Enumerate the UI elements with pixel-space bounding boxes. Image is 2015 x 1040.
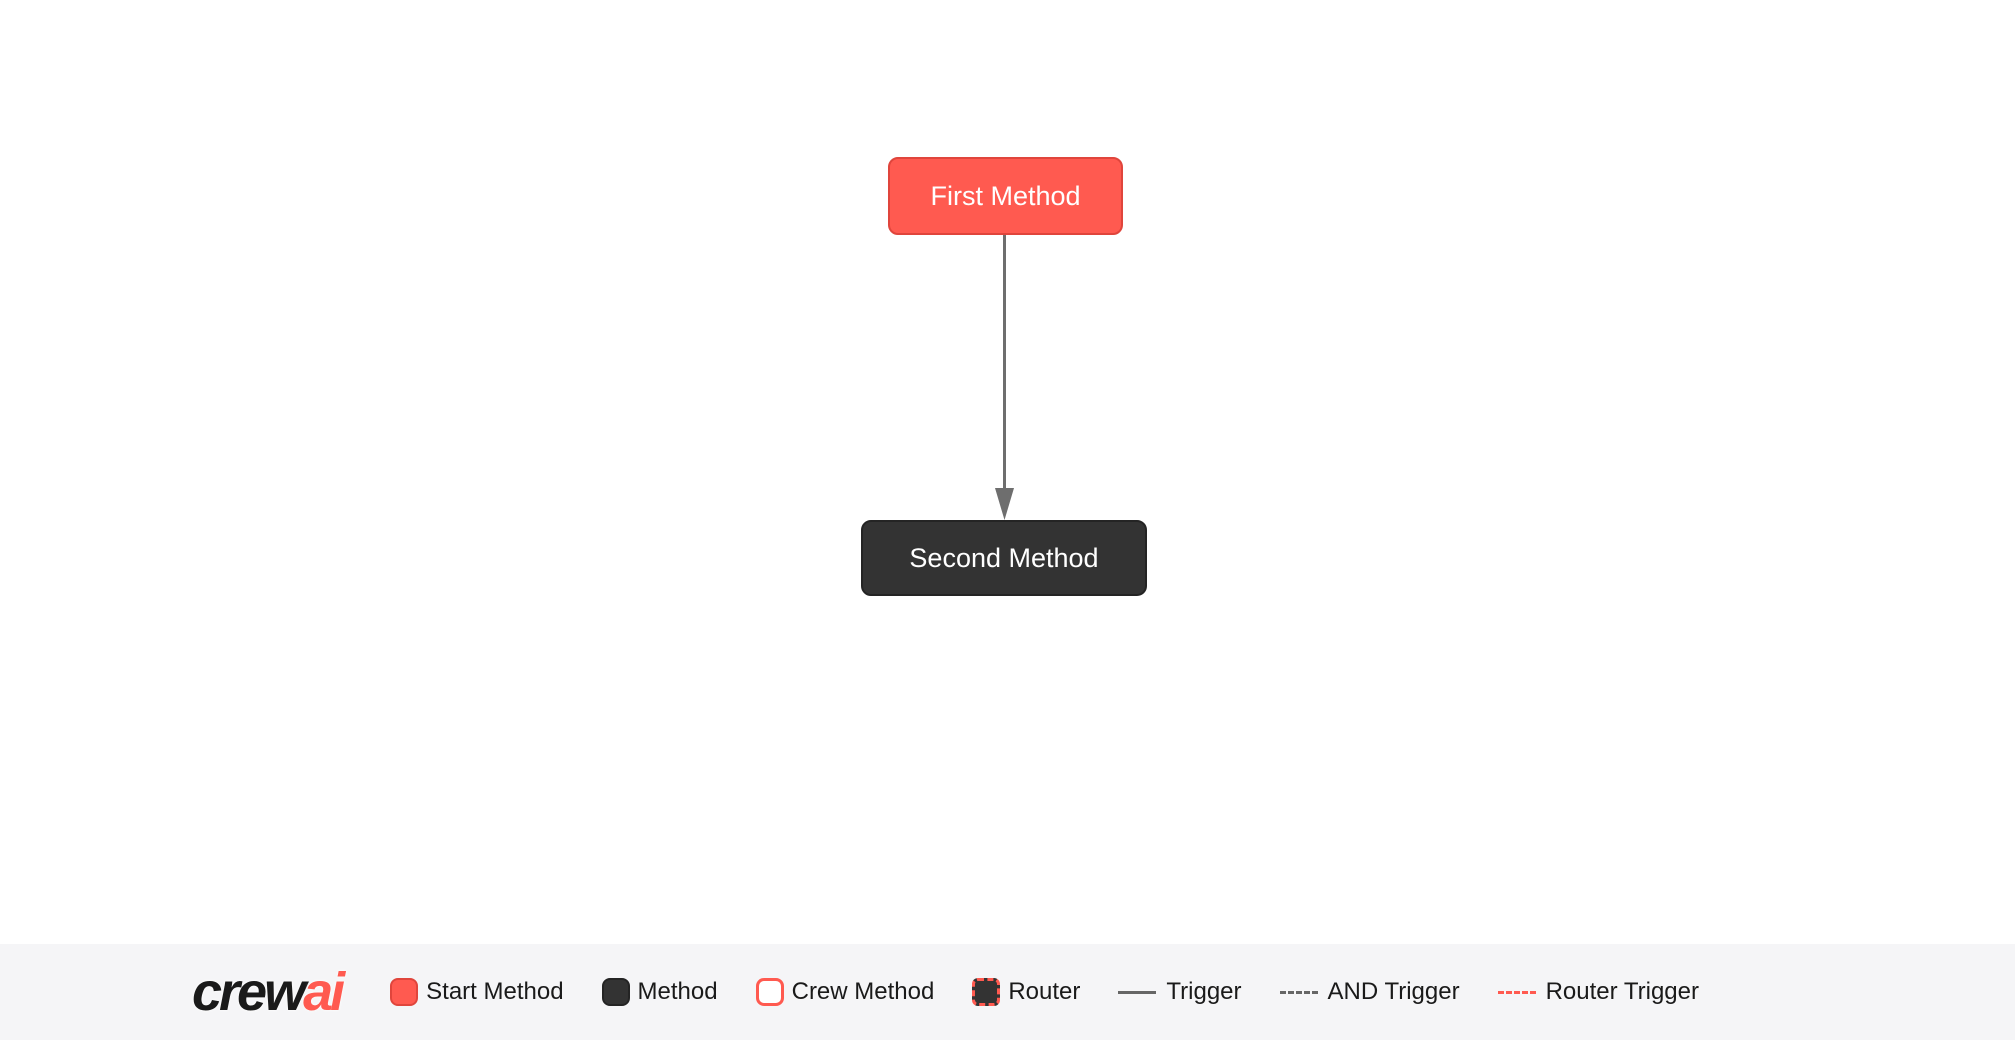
legend-label: Crew Method (791, 978, 935, 1005)
crewai-logo: crewai (192, 962, 345, 1022)
crew-method-swatch (755, 978, 784, 1006)
method-swatch (601, 978, 630, 1006)
crewai-logo-crew: crew (192, 962, 306, 1022)
start-method-swatch (390, 978, 419, 1006)
flow-canvas[interactable]: First Method Second Method (0, 0, 2015, 944)
legend-item-crew-method: Crew Method (755, 978, 935, 1006)
and-trigger-line-swatch (1279, 990, 1318, 994)
legend-label: Start Method (426, 978, 564, 1005)
trigger-line-swatch (1118, 990, 1157, 994)
legend-item-router-trigger: Router Trigger (1497, 978, 1699, 1006)
legend-label: Router Trigger (1545, 978, 1699, 1005)
legend-item-start-method: Start Method (390, 978, 564, 1006)
legend-item-and-trigger: AND Trigger (1279, 978, 1460, 1006)
flow-node-first-method[interactable]: First Method (888, 157, 1123, 235)
router-trigger-line-swatch (1497, 990, 1536, 994)
legend-label: Method (637, 978, 718, 1005)
legend-label: Router (1008, 978, 1081, 1005)
trigger-edge (995, 235, 1014, 520)
legend-item-method: Method (601, 978, 718, 1006)
crewai-logo-ai: ai (303, 962, 345, 1022)
legend-item-router: Router (972, 978, 1080, 1006)
legend-label: AND Trigger (1327, 978, 1460, 1005)
legend-label: Trigger (1166, 978, 1242, 1005)
legend-bar: crewai Start Method Method Crew Method R… (0, 944, 2015, 1040)
flow-node-second-method[interactable]: Second Method (861, 520, 1147, 596)
router-swatch (972, 978, 1001, 1006)
legend-item-trigger: Trigger (1118, 978, 1242, 1006)
edge-layer (995, 235, 1014, 520)
